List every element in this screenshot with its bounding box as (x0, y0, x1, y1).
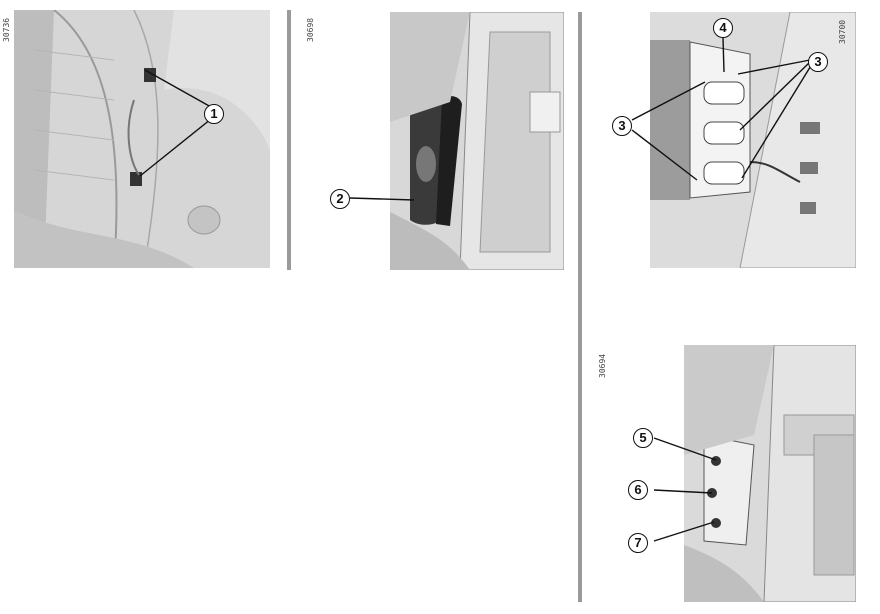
tailgate-light-illustration (684, 345, 856, 602)
figure-id-3: 30700 (838, 19, 847, 44)
figure-panel-3 (650, 12, 856, 268)
figure-panel-1 (14, 10, 270, 268)
rear-light-unit-illustration (390, 12, 564, 270)
callout-2: 2 (330, 189, 350, 209)
callout-1: 1 (204, 104, 224, 124)
figure-panel-2 (390, 12, 564, 270)
figure-id-1: 30736 (2, 17, 11, 42)
callout-3-left: 3 (612, 116, 632, 136)
trunk-panel-illustration (14, 10, 270, 268)
callout-4: 4 (713, 18, 733, 38)
callout-3-right: 3 (808, 52, 828, 72)
callout-7: 7 (628, 533, 648, 553)
callout-5: 5 (633, 428, 653, 448)
callout-6: 6 (628, 480, 648, 500)
bulb-holder-illustration (650, 12, 856, 268)
separator-bar-1 (287, 10, 291, 270)
separator-bar-2 (578, 12, 582, 602)
figure-panel-4 (684, 345, 856, 602)
figure-id-2: 30698 (306, 17, 315, 42)
figure-id-4: 30694 (598, 353, 607, 378)
